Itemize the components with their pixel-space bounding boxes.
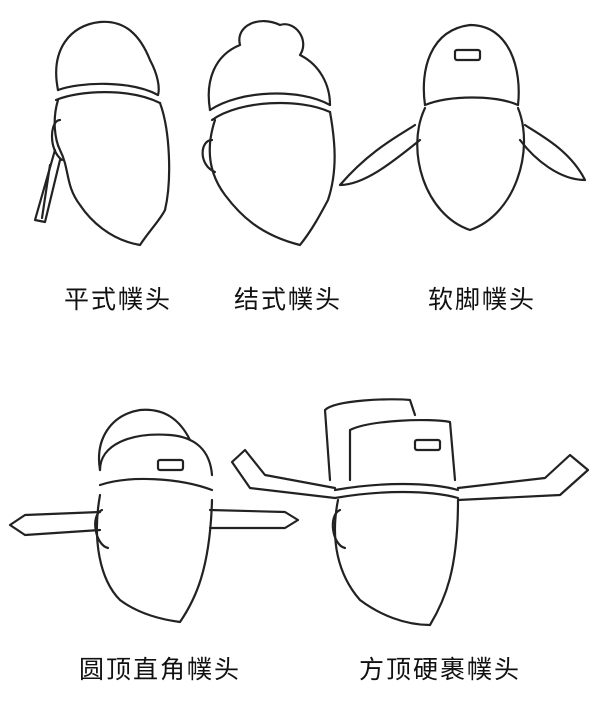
label-knotted-style-futou: 结式幞头 [233,285,343,314]
label-flat-style-futou: 平式幞头 [63,285,173,314]
figure-knotted-style-futou [201,20,336,247]
figure-square-top-hard-wrapped-futou [230,398,590,627]
figure-round-top-straight-feet-futou [8,408,300,624]
label-square-top-hard-wrapped-futou: 方顶硬裹幞头 [358,655,522,684]
figure-flat-style-futou [33,20,171,247]
label-round-top-straight-feet-futou: 圆顶直角幞头 [78,655,242,684]
figure-soft-feet-futou [338,23,587,232]
label-soft-feet-futou: 软脚幞头 [427,285,537,314]
